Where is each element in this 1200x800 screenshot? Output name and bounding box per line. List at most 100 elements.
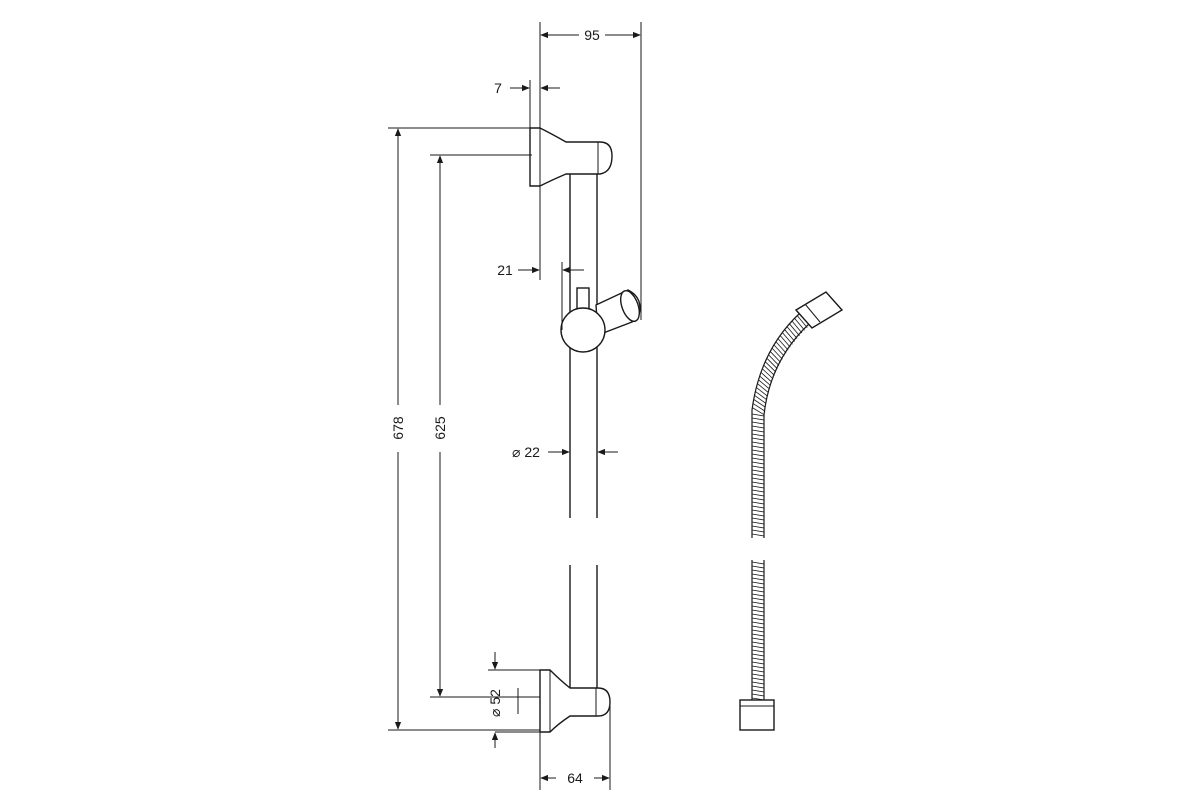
hose-coil-line <box>751 653 765 657</box>
hose-coil-line <box>766 357 778 370</box>
hose-coil-line <box>751 513 765 517</box>
hose-coil-line <box>751 657 765 661</box>
bottom-bracket <box>539 669 611 733</box>
hose-coils <box>751 312 811 701</box>
dimension-diameter-52: ⌀ 52 <box>487 652 540 748</box>
hose-coil-line <box>751 641 765 645</box>
dimension-625: 625 <box>430 154 540 698</box>
hose-coil-line <box>751 473 765 477</box>
hose-coil-line <box>773 344 785 357</box>
dim-label-625: 625 <box>432 416 448 440</box>
hose-coil-line <box>751 681 765 685</box>
hose-coil-line <box>751 505 765 509</box>
hose-coil-line <box>751 685 765 689</box>
hose-coil-line <box>751 413 765 417</box>
hose-coil-line <box>764 361 777 373</box>
hose-coil-line <box>751 501 765 505</box>
hose-coil-line <box>751 481 765 485</box>
hose-coil-line <box>751 609 765 613</box>
hose-bottom-nut <box>739 699 775 731</box>
hose-coil-line <box>789 323 800 336</box>
dimension-21: 21 <box>497 186 584 330</box>
hose-coil-line <box>751 605 765 609</box>
hose-coil-line <box>755 391 768 401</box>
hose-coil-line <box>751 489 765 493</box>
hose-coil-line <box>751 673 765 677</box>
hose-coil-line <box>751 529 765 533</box>
dimension-678: 678 <box>388 127 540 731</box>
hose-coil-line <box>751 581 765 585</box>
hose-coil-line <box>768 354 780 366</box>
hose-coil-line <box>754 395 767 404</box>
shower-hose <box>739 291 844 731</box>
hose-coil-line <box>751 597 765 601</box>
dim-label-21: 21 <box>497 262 513 278</box>
hose-coil-line <box>751 621 765 625</box>
hose-coil-line <box>751 465 765 469</box>
hose-coil-line <box>751 441 765 445</box>
hose-coil-line <box>751 625 765 629</box>
hose-coil-line <box>751 525 765 529</box>
hose-coil-line <box>784 329 796 342</box>
dim-label-diameter-22: ⌀ 22 <box>512 444 540 460</box>
hose-coil-line <box>751 469 765 473</box>
hose-coil-line <box>751 477 765 481</box>
hose-coil-line <box>752 403 765 412</box>
hose-coil-line <box>751 645 765 649</box>
hose-coil-line <box>771 347 783 360</box>
hose-coil-line <box>777 338 789 351</box>
hose-coil-line <box>760 372 773 383</box>
hose-coil-line <box>751 665 765 669</box>
hose-coil-line <box>751 493 765 497</box>
hose-coil-line <box>751 453 765 457</box>
hose-top-nut <box>794 291 844 329</box>
hose-coil-line <box>751 421 765 425</box>
hose-coil-line <box>762 368 774 380</box>
hose-coil-line <box>751 449 765 453</box>
hose-coil-line <box>751 565 765 569</box>
hose-coil-line <box>751 417 765 421</box>
dim-label-678: 678 <box>390 416 406 440</box>
hose-coil-line <box>751 437 765 441</box>
hose-coil-line <box>751 485 765 489</box>
hose-coil-line <box>751 433 765 437</box>
hose-coil-line <box>752 407 765 416</box>
dim-label-7: 7 <box>494 80 502 96</box>
shower-rail <box>569 170 598 690</box>
hose-coil-line <box>751 689 765 693</box>
hose-coil-line <box>751 569 765 573</box>
hose-coil-line <box>796 315 808 328</box>
hose-coil-line <box>751 661 765 665</box>
hose-coil-line <box>751 589 765 593</box>
hose-coil-line <box>751 693 765 697</box>
hose-coil-line <box>791 320 803 334</box>
hose-coil-line <box>751 617 765 621</box>
hose-coil-line <box>769 351 781 363</box>
hose-coil-line <box>751 633 765 637</box>
hose-coil-line <box>751 425 765 429</box>
dim-label-64: 64 <box>567 770 583 786</box>
hose-coil-line <box>751 429 765 433</box>
hose-coil-line <box>751 573 765 577</box>
hose-coil-line <box>751 521 765 525</box>
hose-coil-line <box>751 649 765 653</box>
hose-coil-line <box>794 318 805 331</box>
hose-coil-line <box>751 629 765 633</box>
hose-coil-line <box>751 601 765 605</box>
hose-coil-line <box>757 383 769 393</box>
dimension-95: 95 <box>539 22 642 320</box>
hose-coil-line <box>751 517 765 521</box>
hose-coil-line <box>786 326 798 339</box>
dimension-diameter-22: ⌀ 22 <box>512 444 618 460</box>
dim-label-diameter-52: ⌀ 52 <box>487 689 503 717</box>
dimension-7: 7 <box>494 80 560 128</box>
hose-coil-line <box>751 593 765 597</box>
hose-coil-line <box>779 335 791 348</box>
shower-rail-assembly <box>529 127 641 733</box>
hose-coil-line <box>751 677 765 681</box>
dimension-64: 64 <box>539 702 611 790</box>
hose-coil-line <box>782 332 793 345</box>
hose-coil-line <box>763 364 775 376</box>
